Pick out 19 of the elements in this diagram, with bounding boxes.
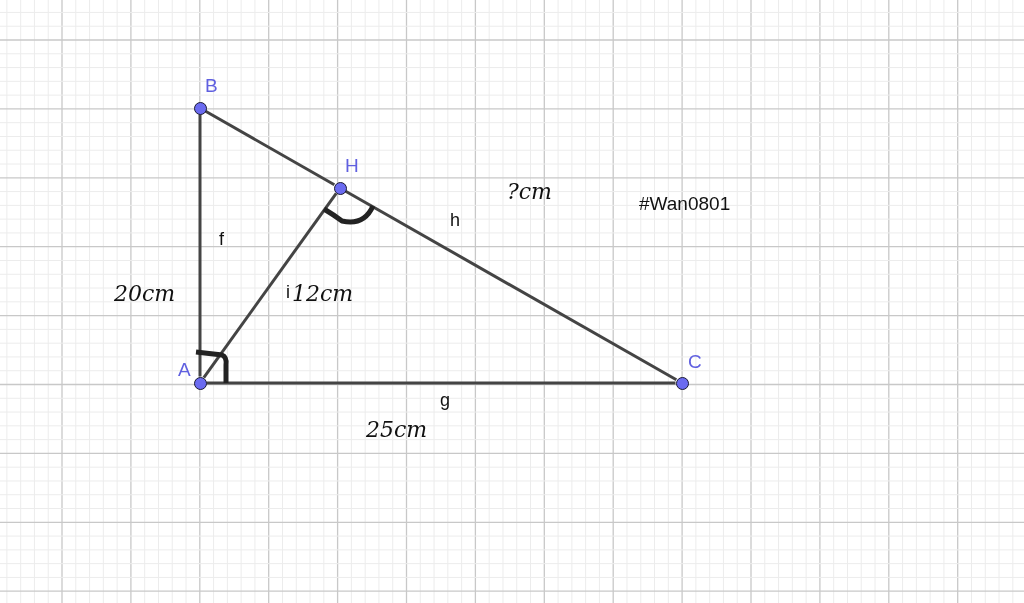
point-label: H <box>345 156 359 175</box>
segment-name: g <box>440 391 450 409</box>
line-segment <box>344 189 678 382</box>
length-label: 20cm <box>114 283 176 305</box>
point-label: B <box>205 76 218 95</box>
length-label: 12cm <box>292 283 354 305</box>
line-segment <box>206 381 676 385</box>
point-label: A <box>178 360 191 379</box>
point-label: C <box>688 352 702 371</box>
length-label: ?cm <box>507 181 552 203</box>
line-segment <box>198 114 202 377</box>
line-segment <box>202 192 338 379</box>
segment-name: h <box>450 211 460 229</box>
point-marker <box>193 101 207 115</box>
note-text: #Wan0801 <box>639 194 731 213</box>
length-label: 25cm <box>366 419 428 441</box>
segment-name: i <box>286 283 290 301</box>
line-segment <box>204 109 336 187</box>
segment-name: f <box>219 230 224 248</box>
